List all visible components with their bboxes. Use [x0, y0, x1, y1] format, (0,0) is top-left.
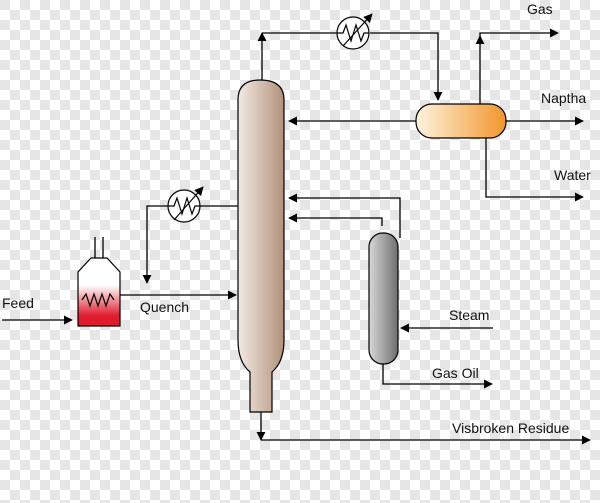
gas-line [479, 28, 559, 106]
label-gas: Gas [527, 1, 553, 17]
heating-coil-icon [81, 292, 115, 308]
visbreaker-furnace [77, 257, 121, 327]
heat-exchanger-icon [336, 13, 373, 50]
fractionator-column [237, 79, 285, 413]
overhead-line-to-separator [370, 32, 443, 101]
process-lines [2, 28, 591, 445]
water-line [485, 138, 584, 202]
reflux-separator-drum [415, 103, 507, 139]
label-visbroken-residue: Visbroken Residue [452, 420, 569, 436]
label-water: Water [554, 167, 591, 183]
gas-oil-stripper [368, 232, 399, 365]
heat-exchanger-icon [167, 186, 204, 223]
furnace-stack [94, 237, 104, 258]
label-naptha: Naptha [541, 90, 586, 106]
gas-oil-product-line [382, 364, 493, 389]
label-quench: Quench [140, 299, 189, 315]
stripper-vapor-return-line [288, 213, 383, 226]
label-feed: Feed [2, 295, 34, 311]
quench-return-line [142, 205, 168, 284]
gas-oil-draw-line [288, 193, 401, 238]
label-steam: Steam [449, 307, 489, 323]
label-gas-oil: Gas Oil [432, 365, 479, 381]
